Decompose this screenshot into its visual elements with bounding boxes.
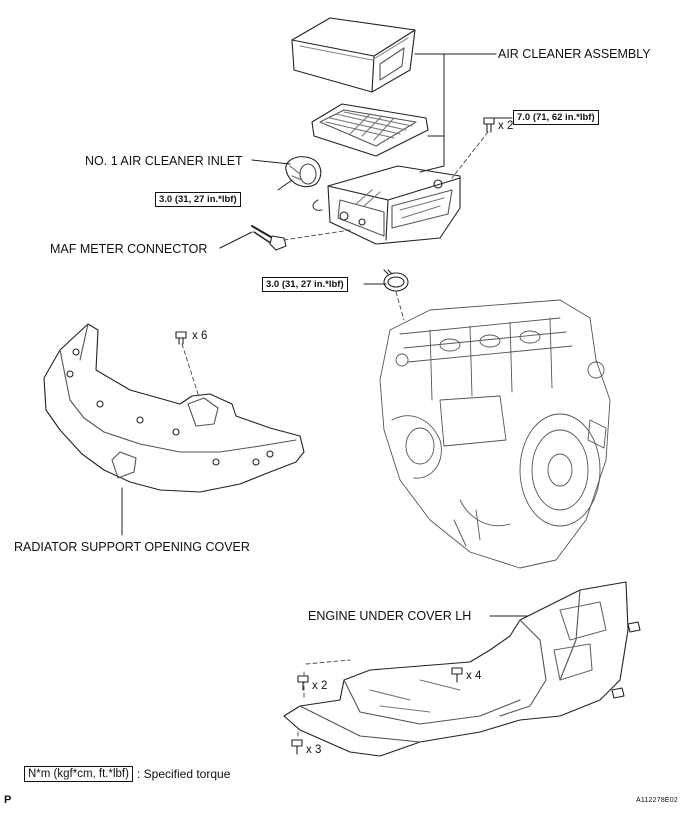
inlet-duct-icon	[285, 156, 322, 188]
torque-hose-clamp: 3.0 (31, 27 in.*lbf)	[262, 277, 348, 292]
air-cleaner-case-icon	[312, 165, 461, 245]
qty-clip: x 6	[192, 330, 208, 342]
legend-text: : Specified torque	[136, 767, 231, 781]
connector-icon	[251, 225, 287, 251]
corner-label-left: P	[4, 794, 12, 806]
label-maf-meter-connector: MAF METER CONNECTOR	[50, 242, 208, 256]
qty-under-cover-c: x 3	[306, 744, 322, 756]
dash-a2	[305, 659, 351, 665]
qty-bolt: x 2	[498, 120, 514, 132]
engine-icon	[379, 299, 611, 569]
leader-inlet	[251, 159, 291, 165]
dash-clip	[181, 343, 201, 401]
qty-under-cover-b: x 4	[466, 670, 482, 682]
dash-maf	[283, 229, 351, 241]
torque-bolt: 7.0 (71, 62 in.*lbf)	[513, 110, 599, 125]
hose-clamp-icon	[383, 269, 409, 292]
radiator-cover-icon	[43, 323, 305, 493]
label-radiator-support-opening-cover: RADIATOR SUPPORT OPENING COVER	[14, 540, 250, 554]
bolt-icon	[483, 117, 495, 133]
legend-box: N*m (kgf*cm, ft.*lbf)	[24, 766, 133, 782]
leader-case	[419, 135, 445, 173]
dash-clamp	[395, 291, 405, 321]
label-no1-air-cleaner-inlet: NO. 1 AIR CLEANER INLET	[85, 154, 243, 168]
clip-icon	[175, 331, 187, 345]
air-filter-element-icon	[311, 103, 429, 157]
fastener-icons	[291, 621, 641, 755]
qty-under-cover-a: x 2	[312, 680, 328, 692]
leader-inlet-torque	[277, 179, 293, 191]
air-cleaner-cover-icon	[291, 17, 416, 93]
label-air-cleaner-assembly: AIR CLEANER ASSEMBLY	[498, 47, 651, 61]
leader-maf	[219, 231, 253, 249]
torque-inlet-clamp: 3.0 (31, 27 in.*lbf)	[155, 192, 241, 207]
figure-id: A112278E02	[636, 797, 678, 804]
leader-filter	[427, 53, 445, 137]
torque-legend: N*m (kgf*cm, ft.*lbf) : Specified torque	[24, 766, 230, 782]
dash-bolt	[451, 131, 489, 179]
label-engine-under-cover-lh: ENGINE UNDER COVER LH	[308, 609, 472, 623]
